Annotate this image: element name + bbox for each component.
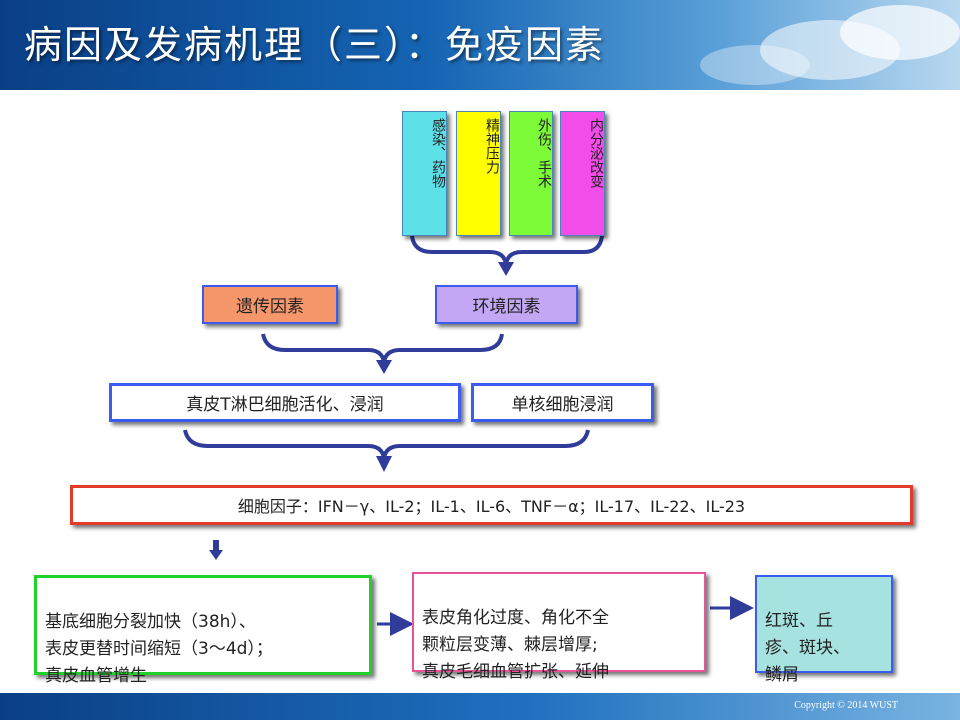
basal-cell-changes-box: 基底细胞分裂加快（38h）、 表皮更替时间缩短（3～4d）； 真皮血管增生 [34, 575, 372, 686]
footer-bar: Copyright © 2014 WUST [0, 693, 960, 720]
arrowhead-down [376, 456, 392, 472]
brace-genetic-environment [261, 333, 504, 363]
factor-infection-drugs: 感染、药物 [402, 111, 447, 236]
arrow-shaft [213, 540, 219, 550]
clinical-signs-box: 红斑、丘 疹、斑块、 鳞屑 [755, 575, 893, 685]
genetic-factors-box: 遗传因素 [202, 285, 338, 324]
header-banner: 病因及发病机理（三）：免疫因素 [0, 0, 960, 90]
brace-cells [183, 429, 590, 459]
t-cell-activation-box: 真皮T淋巴细胞活化、浸润 [109, 383, 461, 422]
arrowhead-down [376, 360, 392, 374]
factor-mental-stress: 精神压力 [456, 111, 501, 236]
epidermis-changes-box: 表皮角化过度、角化不全 颗粒层变薄、棘层增厚; 真皮毛细血管扩张、延伸 [412, 572, 706, 682]
cloud-decoration [700, 45, 810, 85]
environmental-factors-box: 环境因素 [435, 285, 578, 324]
page-title: 病因及发病机理（三）：免疫因素 [24, 23, 606, 67]
cloud-decoration [840, 5, 960, 60]
factor-endocrine-change: 内分泌改变 [560, 111, 605, 236]
cytokines-box: 细胞因子：IFN－γ、IL-2；IL-1、IL-6、TNF－α；IL-17、IL… [70, 485, 913, 525]
arrowhead-down [498, 262, 514, 276]
arrowhead-down [209, 550, 223, 560]
copyright-text: Copyright © 2014 WUST [794, 700, 898, 711]
monocyte-infiltration-box: 单核细胞浸润 [471, 383, 654, 422]
factor-trauma-surgery: 外伤、手术 [509, 111, 553, 236]
brace-factors [410, 235, 604, 265]
